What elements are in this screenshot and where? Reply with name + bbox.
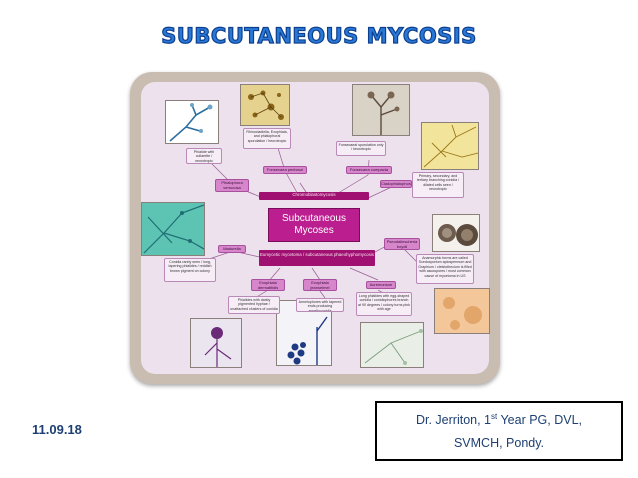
exophiala-dermatitidis-node: Exophiala dermatitidis [251,279,285,291]
pseudallescheria-node: Pseudallescheria boydii [384,238,420,250]
madurella-description: Conidia rarely seen / long, tapering phi… [164,258,216,282]
subcutaneous-mycoses-center: Subcutaneous Mycoses [268,208,360,242]
fonsecaea-pedrosoi-node: Fonsecaea pedrosoi [263,166,307,174]
slide-date: 11.09.18 [32,422,82,437]
exophiala-jeanselmei-description: Annelophores with tapered ends producing… [296,298,344,312]
micrograph-acremonium-image [360,322,424,368]
micrograph-pseudallescheria-image [432,214,480,252]
presenter-name-post: Year PG, DVL, [497,413,583,428]
presenter-box: Dr. Jerriton, 1st Year PG, DVL, SVMCH, P… [375,401,623,461]
micrograph-fonsecaea-pedrosoi-image [240,84,290,126]
rhinocladiella-description: Rhinocladiella, Exophiala, and phialopho… [243,128,291,149]
presenter-institution: SVMCH, Pondy. [453,436,545,450]
exophiala-dermatitidis-description: Phialides with darkly pigmented hyphae /… [228,296,280,314]
presenter-name-pre: Dr. Jerriton, 1 [415,413,491,428]
fonsecaea-compacta-node: Fonsecaea compacta [346,166,392,174]
exophiala-jeanselmei-node: Exophiala jeanselmei [303,279,337,291]
acremonium-node: Acremonium [366,281,396,289]
micrograph-pseudallescheria-colony-image [434,288,490,334]
cladophialophora-node: Cladophialophora [380,180,412,188]
cladophialophora-description: Primary, secondary, and tertiary branchi… [412,172,464,198]
micrograph-cladophialophora-image [421,122,479,170]
presenter-name-line: Dr. Jerriton, 1st Year PG, DVL, [377,412,621,427]
presenter-ordinal: st [491,412,498,421]
eumycetic-mycetoma-band: Eumycetic mycetoma / subcutaneous phaeoh… [259,250,375,266]
phialophora-node: Phialophora verrucosa [215,179,249,192]
pseudallescheria-description: Anamorphic forms are called Scedosporium… [416,254,474,284]
center-line-2: Mycoses [294,225,334,236]
chromoblastomycosis-band: Chromoblastomycosis [259,192,369,200]
acremonium-description: Long phialides with egg-shaped conidia /… [356,292,412,316]
micrograph-fonsecaea-compacta-image [352,84,410,136]
micrograph-exophiala-dermatitidis-image [190,318,242,368]
madurella-node: Madurella [218,245,246,253]
slide-title: SUBCUTANEOUS MYCOSIS [161,23,477,48]
center-line-1: Subcutaneous [282,213,346,224]
micrograph-madurella-image [141,202,205,256]
fonsecaea-compacta-description: Fonsecaeal sporulation only / heurotropi… [336,141,386,156]
phialophora-description: Phialide with collarette / neurotropic [186,148,222,164]
micrograph-phialophora-image [165,100,219,144]
